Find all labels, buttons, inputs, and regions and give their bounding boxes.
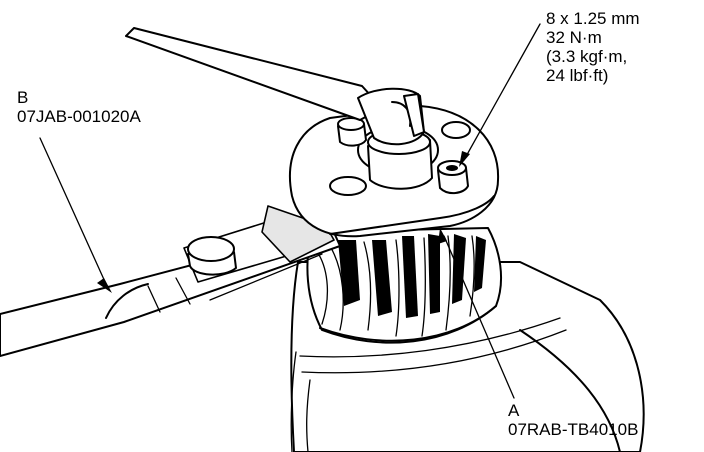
torque-spec-newton-meters: 32 N·m [546,28,602,47]
flange-bolt-right [437,160,469,194]
tool-a-letter: A [508,401,520,420]
torque-wrench [125,27,425,146]
tool-b-knob [187,236,237,276]
callout-leaders [39,23,541,399]
tool-b-letter: B [17,88,29,107]
tool-b-handle [0,205,341,357]
torque-spec-kgf-meters: (3.3 kgf·m, [546,47,628,66]
torque-spec-lbf-feet: 24 lbf·ft) [546,66,609,85]
flange-bolt-left [337,117,367,147]
torque-spec-thread: 8 x 1.25 mm [546,9,640,28]
tool-b-part-number: 07JAB-001020A [17,107,141,126]
tool-a-part-number: 07RAB-TB4010B [508,420,639,439]
